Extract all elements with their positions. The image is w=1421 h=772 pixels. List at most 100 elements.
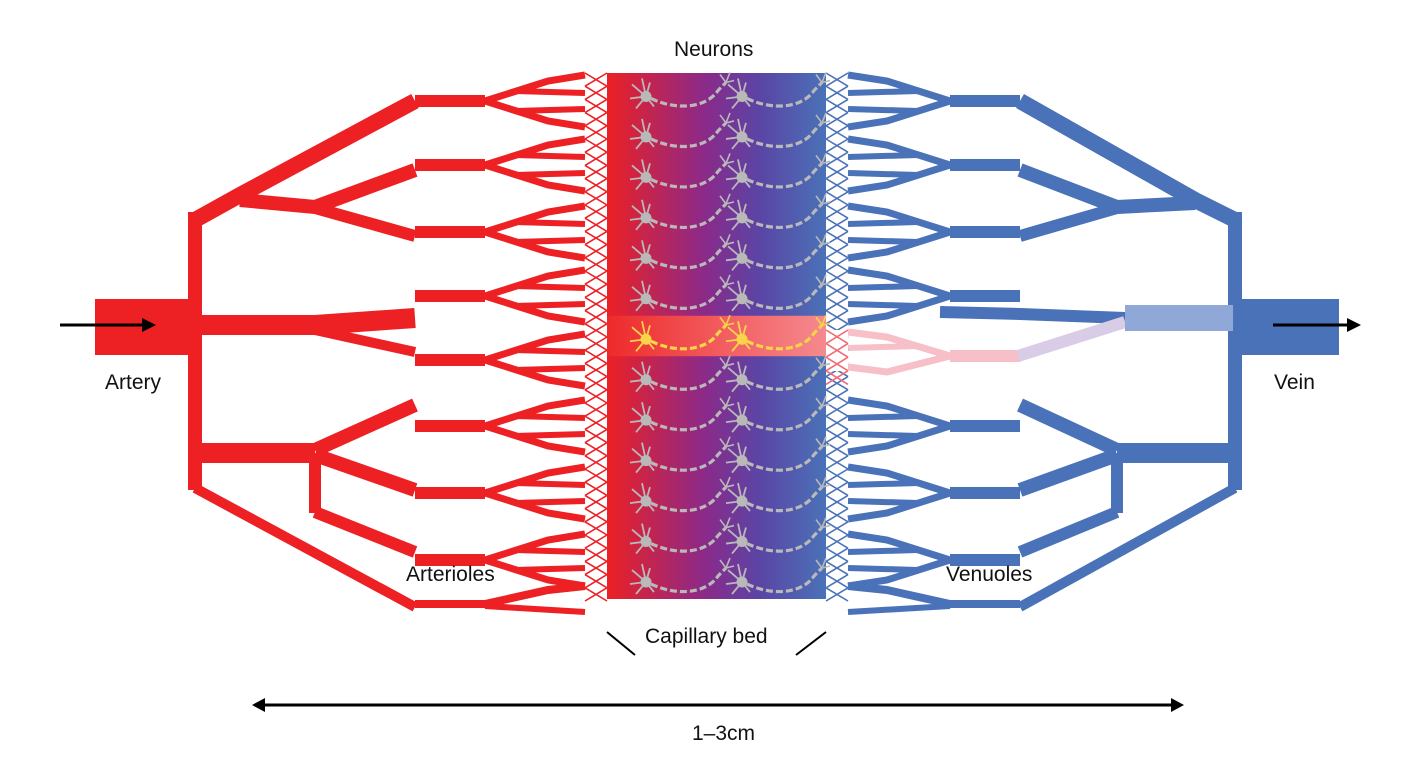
- neuron-axon: [650, 324, 728, 351]
- neuron: [629, 72, 735, 110]
- neuron-dendrite: [629, 216, 647, 221]
- neuron-dendrite: [727, 569, 743, 583]
- arteriole-twig: [514, 565, 586, 573]
- neuron-dendrite: [629, 95, 647, 100]
- neuron-dendrite: [631, 407, 647, 421]
- venous-capillary: [825, 428, 849, 444]
- neuron-terminal: [719, 438, 727, 448]
- neuron-dendrite: [645, 540, 655, 553]
- venous-capillary: [825, 441, 849, 457]
- neuron-dendrite: [635, 460, 647, 474]
- neuron: [629, 193, 735, 231]
- neuron-terminal: [725, 160, 735, 165]
- neuron-terminal: [821, 193, 827, 205]
- neuron-terminal: [815, 357, 823, 367]
- arteriole-branch: [483, 202, 586, 236]
- arterial-capillary: [584, 204, 608, 219]
- active-capillary: [825, 329, 849, 345]
- neuron-terminal: [725, 403, 735, 407]
- neuron-dendrite: [645, 324, 651, 340]
- neuron-terminal: [719, 357, 727, 367]
- neuron-dendrite: [741, 567, 747, 583]
- arteriole-twig: [484, 603, 586, 615]
- venule-branch: [847, 556, 952, 590]
- neuron-dendrite: [635, 540, 647, 555]
- neuron-dendrite: [629, 378, 647, 383]
- venous-capillary: [825, 587, 849, 602]
- neuron-terminal: [725, 281, 735, 286]
- neuron-dendrite: [741, 446, 747, 461]
- arteriole-twig: [514, 365, 586, 373]
- neuron-dendrite: [725, 297, 743, 302]
- neuron-dendrite: [635, 500, 647, 514]
- artery-branch-middle: [195, 308, 416, 335]
- arteriole-branch: [483, 228, 586, 262]
- neuron-dendrite: [731, 176, 743, 190]
- venule-twig: [847, 237, 919, 245]
- neuron-axon: [650, 243, 728, 270]
- venous-capillary: [825, 243, 849, 259]
- venule-twig: [847, 152, 919, 160]
- venous-capillary: [825, 534, 849, 549]
- neuron: [725, 234, 831, 271]
- arteriole-twig: [514, 170, 586, 178]
- neuron-terminal: [719, 316, 727, 326]
- neuron-dendrite: [725, 95, 743, 100]
- venous-capillary: [825, 138, 849, 153]
- neuron-axon: [746, 81, 824, 108]
- venous-capillary: [825, 547, 849, 563]
- neuron-terminal: [725, 274, 731, 286]
- artery-label: Artery: [105, 371, 162, 394]
- venous-capillary: [825, 270, 849, 285]
- venous-capillary: [825, 573, 849, 589]
- neuron-terminal: [821, 557, 827, 569]
- neuron-terminal: [821, 322, 831, 327]
- neuron-dendrite: [741, 122, 747, 138]
- neuron-dendrite: [725, 338, 743, 343]
- neuron-dendrite: [645, 486, 651, 502]
- neuron-dendrite: [635, 379, 647, 393]
- neuron-dendrite: [741, 527, 747, 542]
- capillary-bed-leader-right: [795, 631, 827, 656]
- neuron-dendrite: [741, 419, 751, 431]
- neuron: [629, 476, 735, 514]
- arterial-capillary: [584, 111, 608, 127]
- neuron-terminal: [821, 403, 831, 407]
- neuron: [725, 517, 831, 555]
- neuron-terminal: [821, 72, 827, 83]
- artery-branch: [312, 506, 418, 558]
- arteriole-branch: [483, 161, 586, 195]
- neuron-dendrite: [635, 217, 647, 231]
- arteriole-twig: [514, 106, 586, 114]
- arterial-capillary: [584, 362, 608, 378]
- neuron-dendrite: [631, 367, 647, 381]
- venule-twig: [847, 283, 919, 291]
- neuron-dendrite: [645, 244, 651, 259]
- neuron-dendrite: [741, 486, 747, 502]
- neuron-terminal: [821, 234, 827, 245]
- arteriole-branch: [483, 71, 586, 105]
- neuron-dendrite: [645, 338, 655, 350]
- arterial-capillary: [584, 481, 608, 497]
- neuron-terminal: [719, 195, 727, 205]
- arteriole-branch: [483, 292, 586, 326]
- arterial-capillary: [584, 534, 608, 549]
- capillary-bed: [607, 72, 831, 599]
- neuron-axon: [650, 405, 728, 432]
- venule-twig: [847, 498, 919, 506]
- arteriole-branch: [483, 489, 586, 523]
- neuron-terminal: [815, 559, 823, 569]
- neuron-terminal: [725, 476, 731, 488]
- venous-capillary: [825, 296, 849, 312]
- arterial-capillary: [584, 177, 608, 193]
- arteriole-twig: [514, 347, 586, 355]
- neuron-dendrite: [635, 136, 647, 150]
- arterial-capillary: [584, 138, 608, 153]
- neuron-axon: [746, 283, 824, 310]
- neuron-dendrite: [727, 124, 743, 138]
- vein-branch: [1111, 453, 1123, 513]
- neuron-terminal: [725, 355, 731, 366]
- neuron-terminal: [821, 112, 827, 124]
- venous-capillary: [825, 309, 849, 325]
- venous-capillary: [825, 375, 849, 391]
